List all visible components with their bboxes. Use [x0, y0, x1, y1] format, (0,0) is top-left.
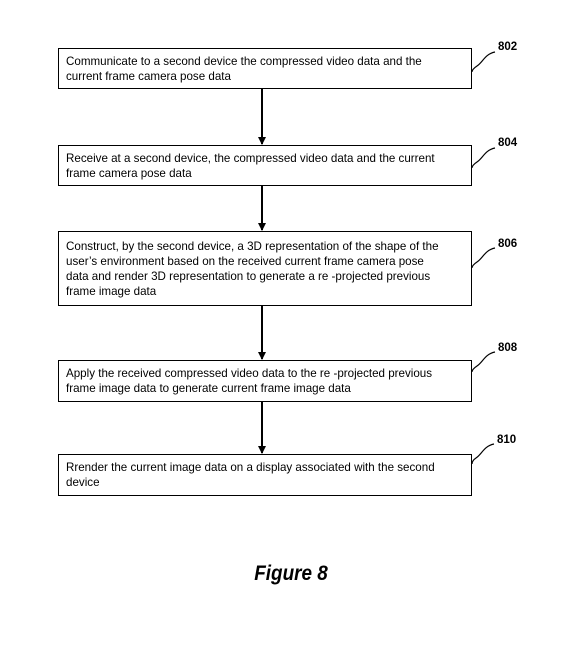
- leader-810: [471, 443, 495, 465]
- ref-numeral-806: 806: [498, 238, 518, 250]
- figure-caption: Figure 8: [254, 562, 328, 585]
- ref-numeral-802: 802: [498, 41, 518, 53]
- step-text-810: Rrender the current image data on a disp…: [66, 461, 435, 489]
- step-text-808: Apply the received compressed video data…: [66, 367, 433, 395]
- step-box-802: Communicate to a second device the compr…: [58, 48, 472, 89]
- ref-numeral-810: 810: [497, 434, 517, 446]
- step-box-804: Receive at a second device, the compress…: [58, 145, 472, 186]
- ref-numeral-808: 808: [498, 342, 518, 354]
- step-box-810: Rrender the current image data on a disp…: [58, 454, 472, 496]
- step-text-806: Construct, by the second device, a 3D re…: [66, 239, 439, 298]
- leader-806: [471, 247, 496, 269]
- leader-802: [471, 51, 496, 73]
- leader-804: [471, 147, 496, 169]
- leader-808: [471, 351, 496, 373]
- ref-numeral-804: 804: [498, 137, 518, 149]
- step-box-806: Construct, by the second device, a 3D re…: [58, 231, 472, 306]
- step-text-802: Communicate to a second device the compr…: [66, 54, 422, 83]
- step-text-804: Receive at a second device, the compress…: [66, 151, 435, 180]
- step-box-808: Apply the received compressed video data…: [58, 360, 472, 402]
